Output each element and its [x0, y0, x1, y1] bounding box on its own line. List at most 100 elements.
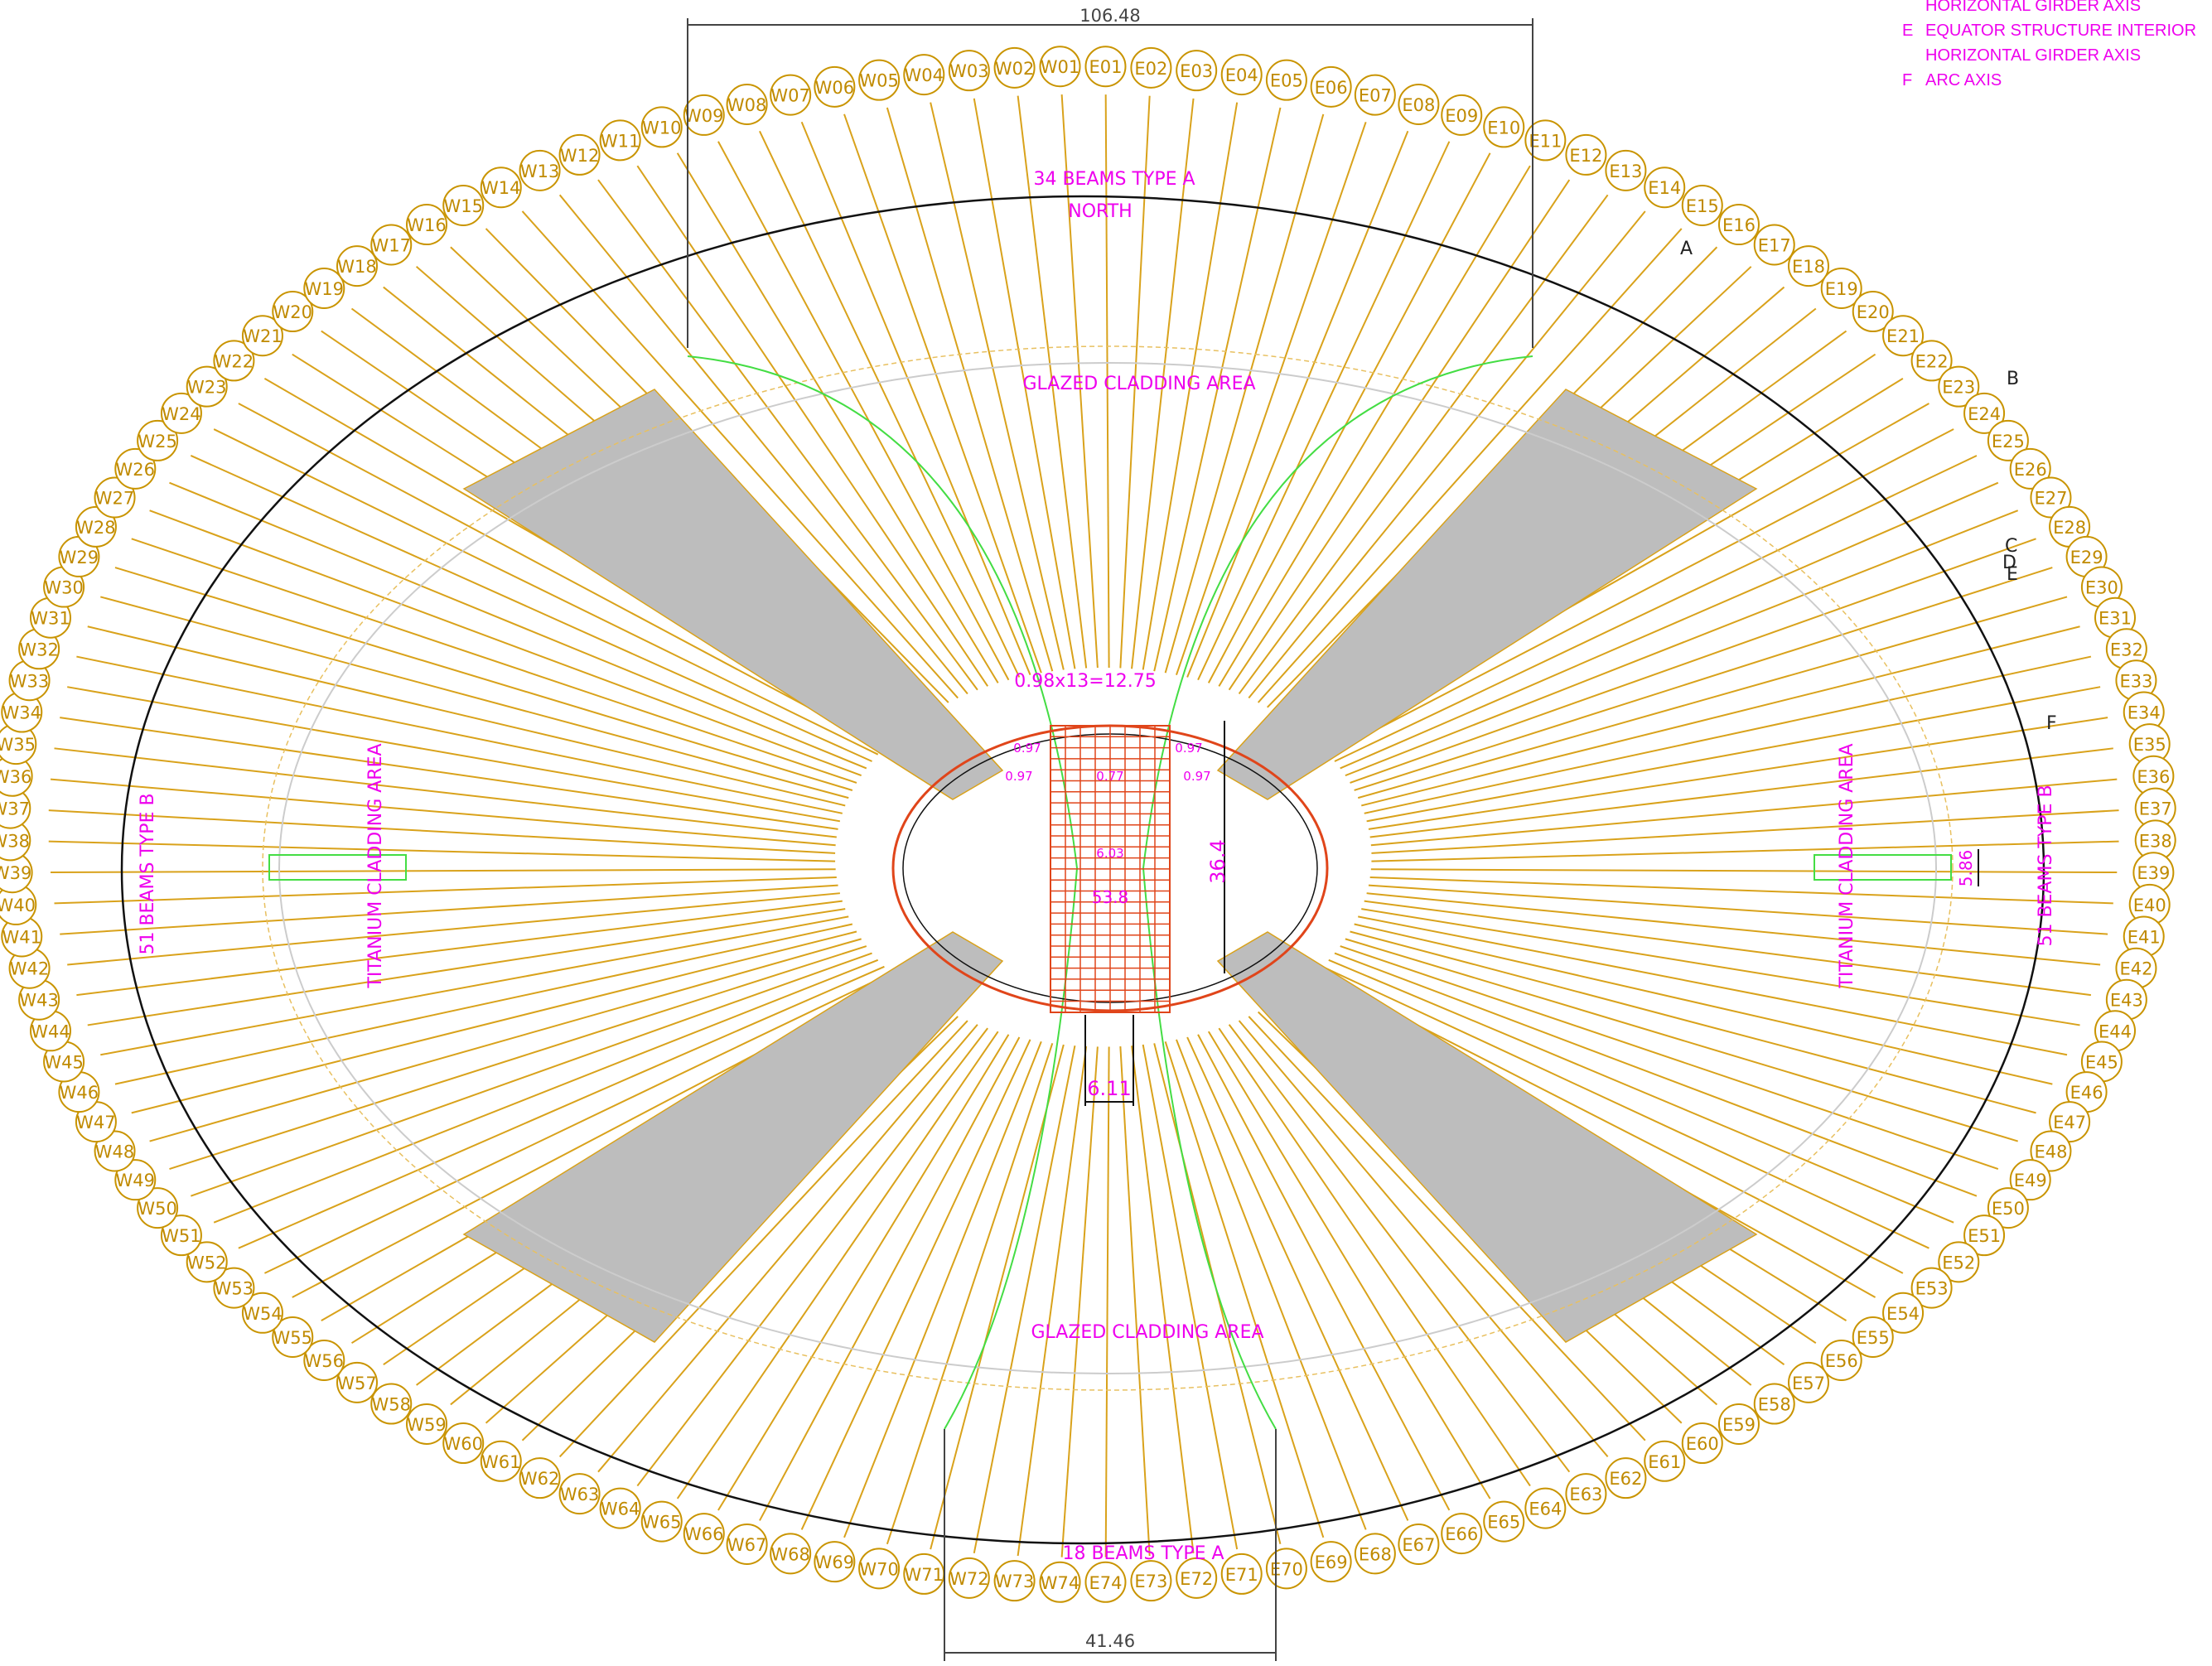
oculus-grid — [891, 724, 1329, 1013]
beam-label: E72 — [1180, 1569, 1213, 1589]
beam-bubble: W24 — [160, 392, 202, 434]
beam-label: W22 — [215, 351, 254, 371]
beam-bubble-circle — [2049, 1101, 2091, 1143]
beam-bubble: W29 — [58, 535, 100, 577]
beam-label: E52 — [1942, 1253, 1975, 1272]
beam-bubble-circle — [814, 1541, 856, 1583]
beam-line — [54, 876, 837, 905]
beam-line — [1328, 959, 1954, 1224]
beam-label: W48 — [95, 1142, 135, 1162]
beam-label: W08 — [727, 95, 767, 115]
beam-line — [1207, 1031, 1491, 1499]
beam-line — [67, 686, 841, 823]
beam-bubble: W72 — [948, 1557, 990, 1599]
beam-bubble-circle — [726, 83, 768, 125]
beam-label: W10 — [642, 118, 682, 138]
beam-line — [149, 509, 862, 777]
beam-label: W58 — [372, 1395, 412, 1415]
shaded-panel-3 — [462, 931, 1004, 1343]
beam-line — [60, 717, 838, 830]
beam-bubble-circle — [1220, 54, 1263, 96]
beam-label: E64 — [1529, 1499, 1562, 1519]
beam-bubble-circle — [1820, 267, 1862, 309]
beam-line — [1238, 1020, 1609, 1458]
beam-bubble: E65 — [1483, 1500, 1525, 1543]
beam-label: E24 — [1968, 404, 2001, 424]
beam-label: E54 — [1886, 1304, 1920, 1324]
beam-label: E41 — [2127, 927, 2161, 947]
beam-line — [191, 952, 872, 1197]
glazing-curve-left — [687, 355, 1079, 1430]
beam-label: W33 — [10, 671, 50, 691]
beam-label: E15 — [1686, 196, 1719, 216]
beam-bubble-circle — [2009, 447, 2051, 490]
beam-bubble-circle — [1717, 1403, 1760, 1445]
west-beams-label: 51 BEAMS TYPE B — [138, 793, 158, 954]
beam-line — [131, 538, 857, 784]
beam-line — [1218, 1027, 1531, 1487]
beam-label: E73 — [1134, 1572, 1167, 1591]
beam-bubble-circle — [406, 204, 448, 246]
titanium-right-label: TITANIUM CLADDING AREA — [1837, 743, 1857, 988]
beam-bubble-circle — [519, 149, 561, 191]
beam-line — [238, 403, 885, 749]
beam-line — [76, 900, 843, 997]
beam-bubble-circle — [993, 46, 1036, 89]
beam-line — [100, 915, 849, 1056]
beam-bubble-circle — [114, 1159, 157, 1201]
beam-label: W20 — [273, 302, 313, 322]
beam-bubble: E51 — [1963, 1214, 2006, 1257]
beam-line — [1357, 596, 2068, 799]
beam-bubble: E02 — [1130, 46, 1172, 89]
beam-label: E62 — [1609, 1469, 1642, 1489]
beam-line — [759, 130, 1021, 678]
beam-bubble: W58 — [370, 1383, 413, 1425]
beam-bubble: E35 — [2128, 723, 2171, 765]
beam-label: E66 — [1445, 1524, 1478, 1544]
beam-bubble: E62 — [1605, 1457, 1647, 1499]
beam-bubble: W11 — [599, 119, 641, 162]
beam-bubble-circle — [814, 65, 856, 108]
beam-bubble: W14 — [480, 167, 522, 209]
beam-bubble: E40 — [2128, 883, 2171, 925]
beam-label: E38 — [2139, 831, 2172, 851]
beam-bubble: W02 — [993, 46, 1036, 89]
beam-bubble-circle — [1681, 1422, 1723, 1465]
beam-label: E12 — [1569, 146, 1602, 166]
beam-bubble: W39 — [0, 852, 33, 894]
beam-line — [1358, 915, 2068, 1056]
beam-bubble-circle — [1605, 1457, 1647, 1499]
dimension-right-small: 5.86 — [1956, 850, 1976, 887]
beam-bubble: W07 — [770, 74, 812, 116]
beam-bubble-circle — [770, 1533, 812, 1575]
beam-line — [1060, 1046, 1099, 1557]
beam-bubble-circle — [1565, 1473, 1607, 1515]
beam-label: E46 — [2070, 1083, 2103, 1103]
beam-label: E35 — [2133, 735, 2166, 755]
beam-bubble: E28 — [2049, 505, 2091, 548]
beam-line — [190, 455, 872, 762]
beam-line — [676, 152, 999, 683]
beam-label: W71 — [905, 1565, 944, 1585]
beam-line — [1371, 809, 2119, 854]
beam-bubble-circle — [948, 50, 990, 92]
beam-bubble: E64 — [1524, 1487, 1567, 1529]
beam-bubble: E66 — [1441, 1513, 1483, 1555]
beam-bubble-circle — [903, 54, 945, 96]
beam-bubble-circle — [303, 267, 345, 309]
beam-label: W38 — [0, 831, 30, 851]
beam-bubble-circle — [480, 167, 522, 209]
beam-bubble-circle — [272, 291, 314, 333]
beam-line — [114, 923, 853, 1085]
beam-line — [1131, 98, 1195, 669]
beam-label: E26 — [2014, 460, 2047, 480]
beam-label: W62 — [520, 1469, 560, 1489]
beam-line — [1207, 152, 1491, 683]
beam-label: W14 — [481, 178, 521, 198]
beam-label: W51 — [162, 1226, 201, 1246]
beam-bubble: E73 — [1130, 1560, 1172, 1602]
beam-label: E09 — [1445, 106, 1478, 126]
beam-bubble: W15 — [442, 184, 485, 226]
